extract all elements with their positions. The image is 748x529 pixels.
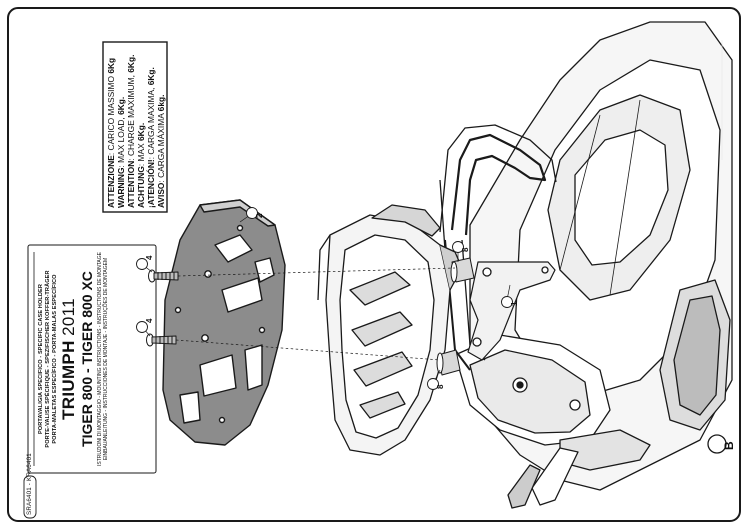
callout-b: B <box>722 441 736 450</box>
model-year: 2011 <box>59 298 78 336</box>
instructions-line-2: EINBAUANLEITUNG - INSTRUCCIONES DE MONTA… <box>103 257 109 461</box>
screws <box>146 269 179 347</box>
warning-line: ACHTUNG: MAX 6Kg. <box>136 122 146 208</box>
code-box-frame <box>23 475 37 519</box>
spacers <box>436 257 475 376</box>
brand: TRIUMPH <box>59 340 78 420</box>
callout-8-top: 8 <box>460 247 470 252</box>
warning-box-frame <box>102 41 168 213</box>
warning-line: ATTENTION: CHARGE MAXIMUM, 6Kg. <box>126 54 136 208</box>
callout-1: 1 <box>509 301 519 306</box>
title-block: PORTAVALIGIA SPECIFICO - SPECIFIC CASE H… <box>38 252 109 466</box>
title-line-1: PORTAVALIGIA SPECIFICO - SPECIFIC CASE H… <box>38 283 44 435</box>
warning-line: ¡ATENCIÓN!: CARGA MAXIMA, 6Kg. <box>146 67 156 208</box>
side-cover <box>317 204 463 456</box>
motorcycle-rear-frame <box>439 21 733 509</box>
warning-text: ATTENZIONE: CARICO MASSIMO 6Kg WARNING: … <box>106 44 166 208</box>
callout-4-top: 4 <box>144 255 154 260</box>
title-line-3: PORTA-MALETAS ESPECÍFICO - PORTA-MALAS E… <box>52 274 58 444</box>
model-name: TIGER 800 - TIGER 800 XC <box>79 271 95 447</box>
callout-circles <box>136 207 727 454</box>
warning-line: WARNING: MAX LOAD, 6Kg. <box>116 96 126 208</box>
warning-line: ATTENZIONE: CARICO MASSIMO 6Kg <box>106 57 116 208</box>
product-code: SRA6401 - KRA6401 <box>26 453 33 515</box>
title-line-2: PORTE-VALISE SPÉCIFIQUE - SPEZIFISCHER K… <box>45 270 51 448</box>
page-border <box>7 7 741 522</box>
mounting-plate <box>162 199 286 446</box>
callout-4-bottom: 4 <box>144 318 154 323</box>
alignment-lines <box>175 267 456 361</box>
callout-8-bottom: 8 <box>435 384 445 389</box>
title-block-frame <box>27 244 157 474</box>
callout-2: 2 <box>254 213 264 218</box>
warning-line: AVISO: CARGA MÁXIMA 6kg. <box>156 94 166 208</box>
